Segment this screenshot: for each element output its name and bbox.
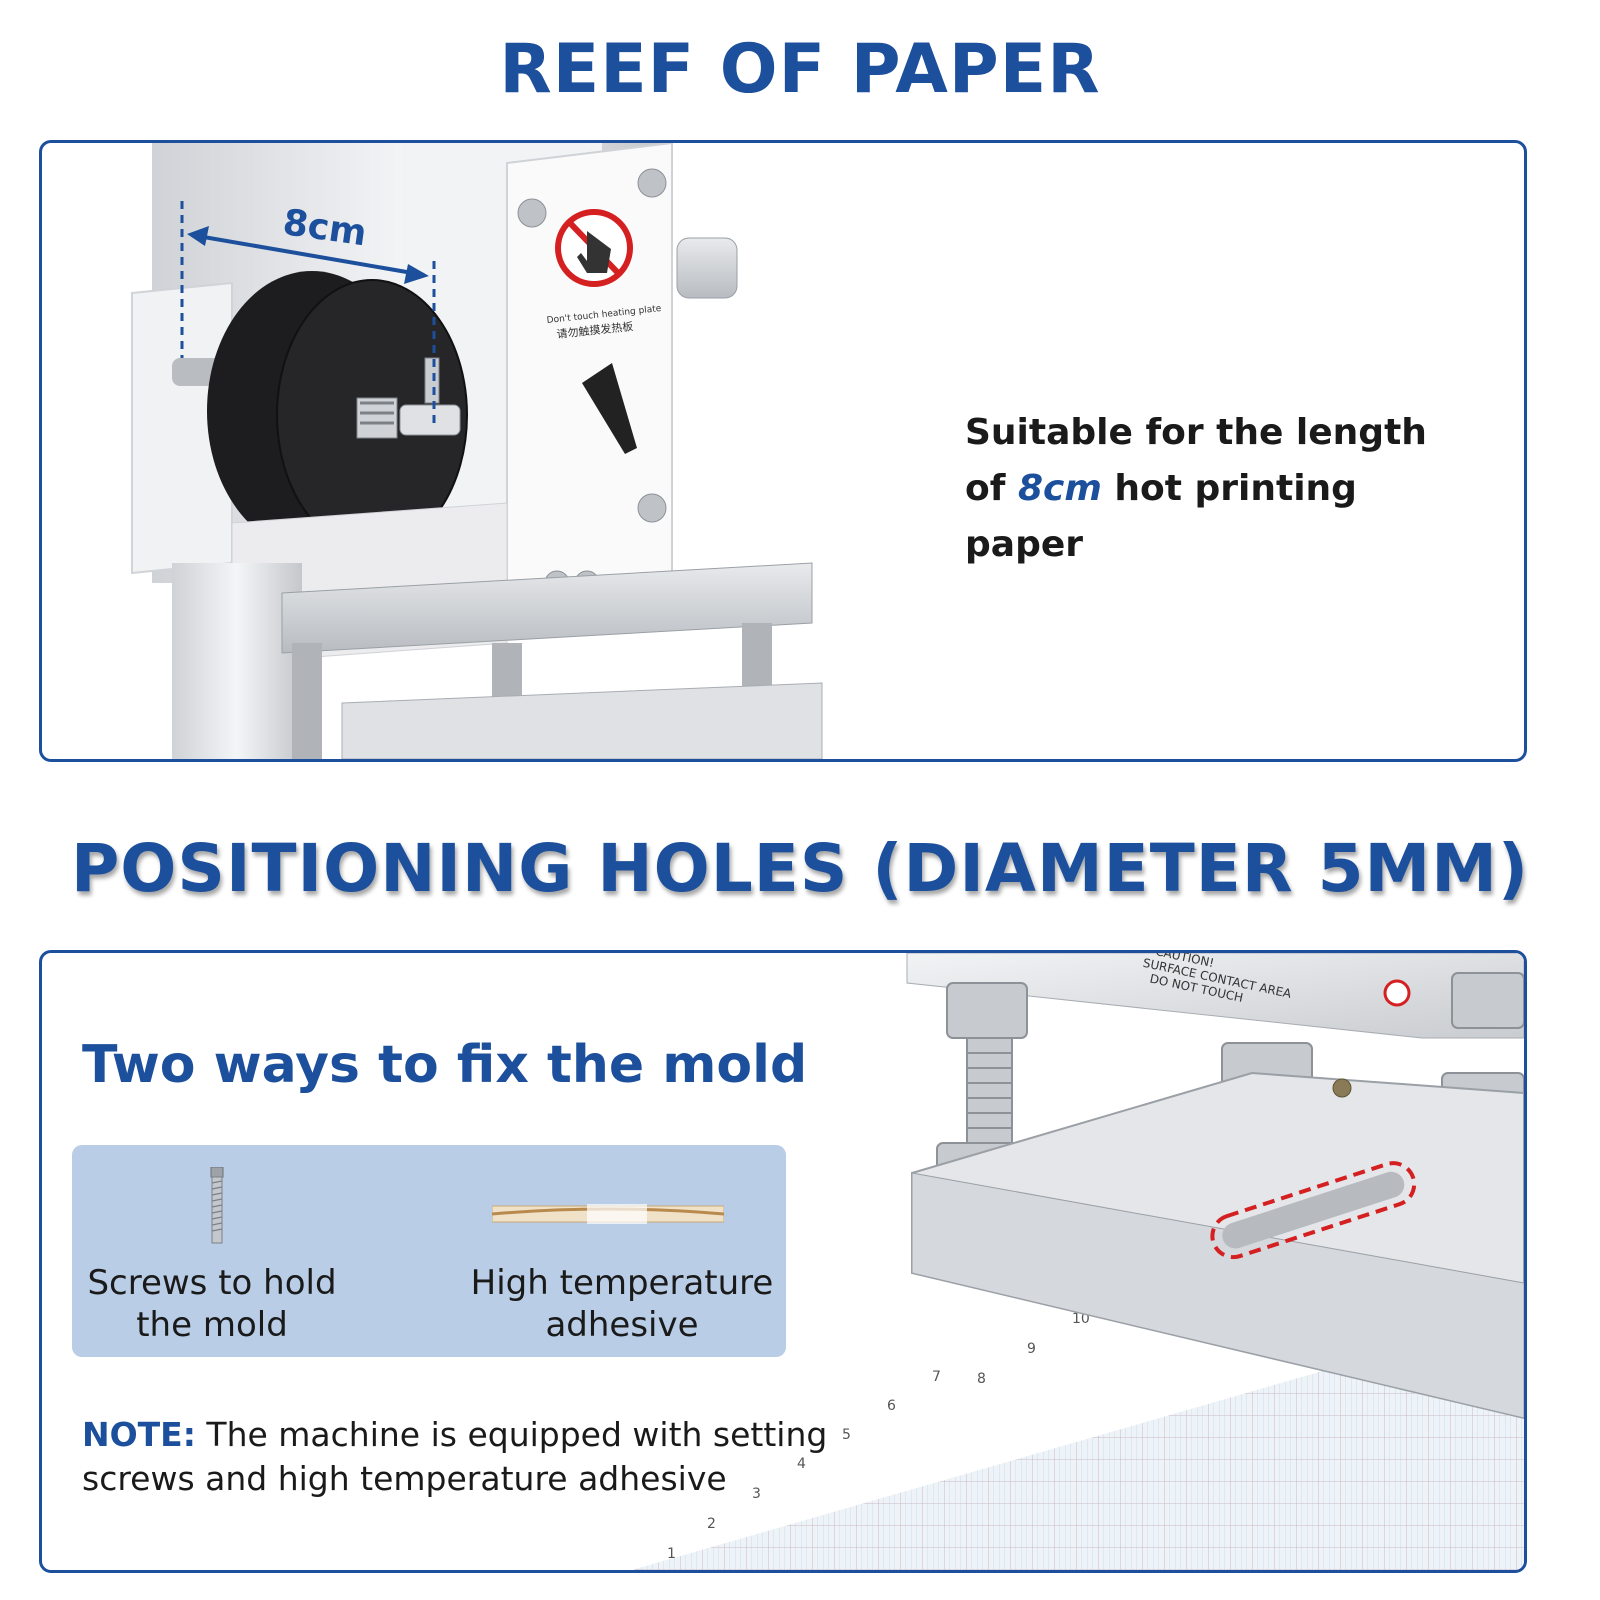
svg-text:5: 5	[842, 1427, 851, 1443]
svg-text:7: 7	[932, 1369, 941, 1385]
heating-plate-top	[281, 562, 813, 654]
paper-length-description: Suitable for the length of 8cm hot print…	[965, 405, 1485, 573]
note-label: NOTE:	[82, 1415, 196, 1454]
svg-text:6: 6	[887, 1398, 896, 1414]
description-line-1: Suitable for the length	[965, 412, 1427, 453]
top-pressing-plate	[906, 953, 1524, 1039]
section-title-positioning-holes: POSITIONING HOLES (DIAMETER 5MM)	[70, 830, 1530, 907]
positioning-hole-highlight	[1210, 1161, 1417, 1260]
machine-paper-reel-illustration: Don't touch heating plate 请勿触摸发热板	[131, 143, 823, 759]
svg-text:8: 8	[977, 1371, 986, 1387]
svg-text:4: 4	[797, 1456, 806, 1472]
adjust-knob-icon	[676, 237, 738, 299]
positioning-holes-panel: 1 2 3 4 5 6 7 8 9 10 11 CAUTION! SURFACE…	[39, 950, 1527, 1573]
grid-cutting-mat	[632, 1313, 1524, 1570]
screw-head-icon	[517, 198, 547, 228]
note-text: The machine is equipped with setting scr…	[82, 1415, 828, 1498]
svg-text:3: 3	[752, 1486, 761, 1502]
description-line-2: of 8cm hot printing paper	[965, 468, 1357, 565]
brand-logo-icon	[582, 363, 637, 454]
reef-of-paper-panel: Don't touch heating plate 请勿触摸发热板	[39, 140, 1527, 762]
screw-icon	[210, 1167, 224, 1244]
screw-method-label: Screws to hold the mold	[87, 1263, 337, 1345]
fix-mold-heading: Two ways to fix the mold	[82, 1035, 808, 1095]
paper-length-highlight: 8cm	[1017, 468, 1102, 509]
svg-text:2: 2	[707, 1516, 716, 1532]
dimension-arrow	[191, 233, 425, 277]
svg-text:9: 9	[1027, 1341, 1036, 1357]
section-title-reef-of-paper: REEF OF PAPER	[499, 30, 1101, 109]
svg-text:1: 1	[667, 1546, 676, 1562]
heating-plate-illustration: 1 2 3 4 5 6 7 8 9 10 11 CAUTION! SURFACE…	[632, 953, 1524, 1570]
support-column	[172, 563, 302, 759]
setting-screw-icon	[1332, 1078, 1352, 1098]
adhesive-tape-icon	[492, 1204, 724, 1224]
setup-note: NOTE: The machine is equipped with setti…	[82, 1413, 862, 1501]
caution-hand-icon	[1383, 979, 1411, 1007]
fixing-methods-box: Screws to hold the mold High temperature…	[72, 1145, 786, 1357]
adhesive-method-label: High temperature adhesive	[470, 1263, 774, 1345]
